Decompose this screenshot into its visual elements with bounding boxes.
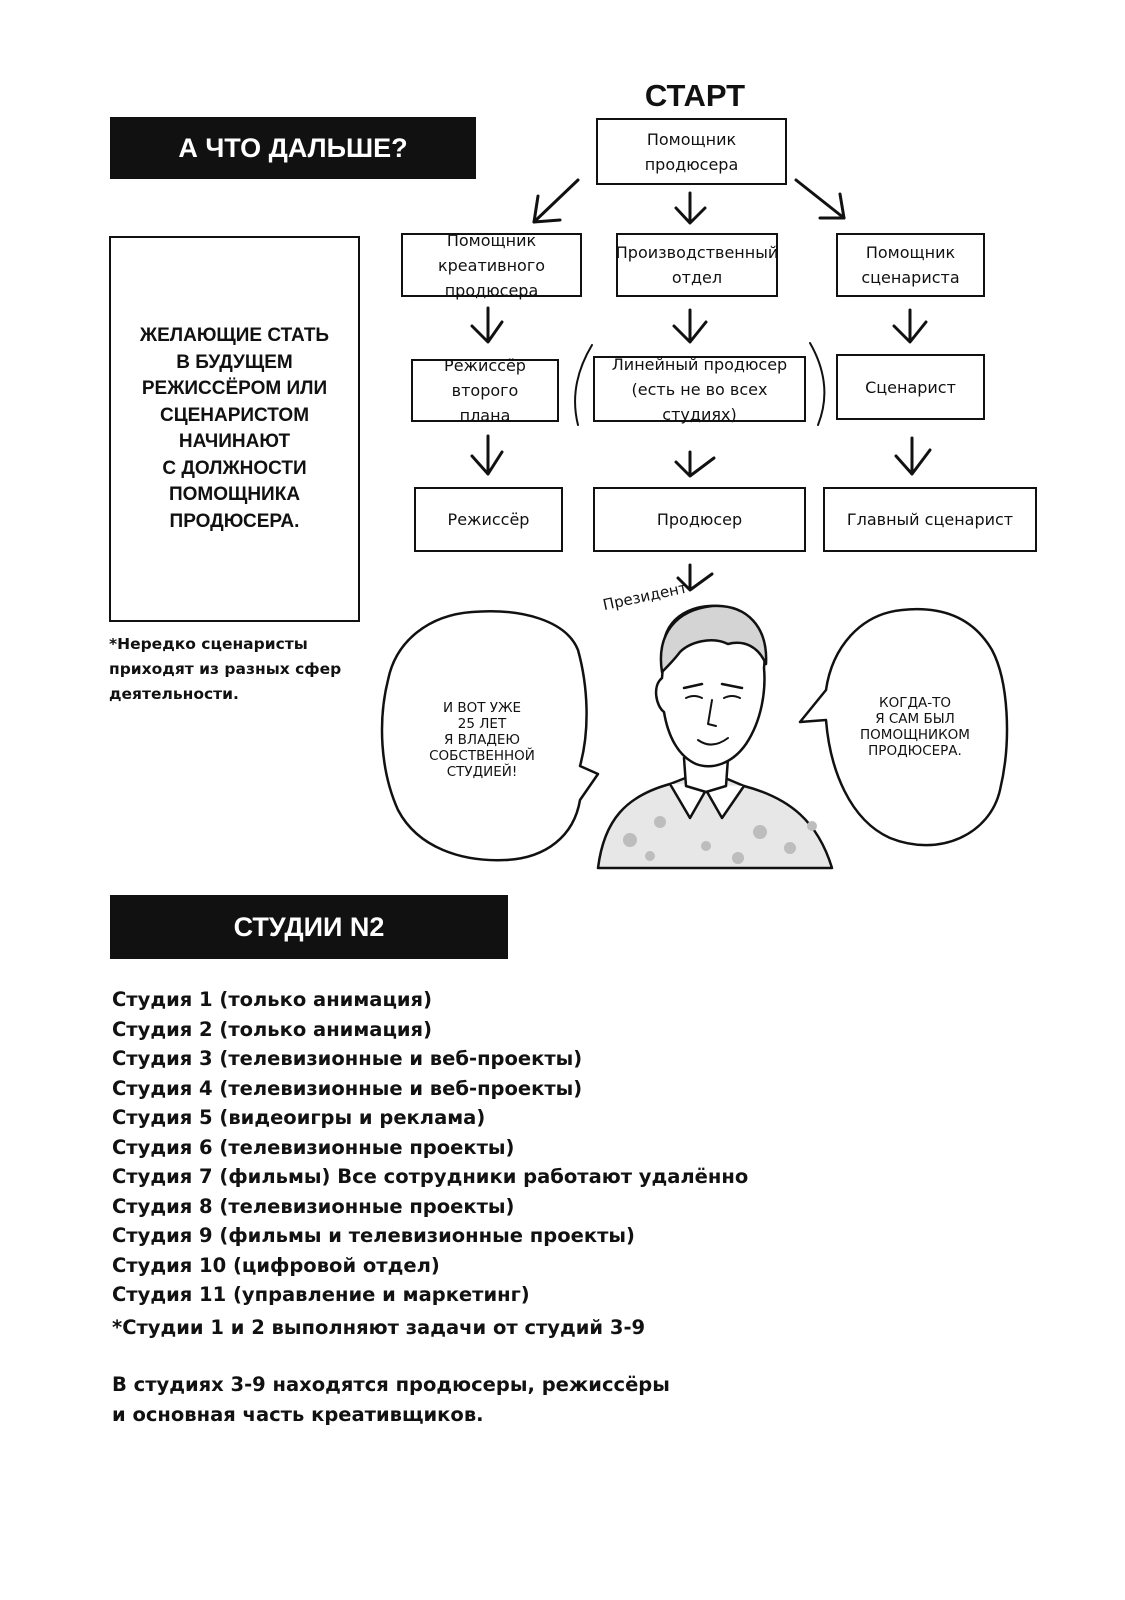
- studio-item: Студия 6 (телевизионные проекты): [112, 1135, 515, 1159]
- arrow-start-to-middle: [674, 191, 707, 225]
- studio-list: Студия 1 (только анимация) Студия 2 (тол…: [112, 985, 748, 1310]
- footnote: *Нередко сценаристы приходят из разных с…: [109, 635, 342, 703]
- arrow-middle-2-3: [674, 450, 716, 478]
- speech-bubble-right: [798, 608, 1009, 847]
- arrow-producer-to-president: [676, 563, 714, 592]
- studio-summary: В студиях 3-9 находятся продюсеры, режис…: [112, 1373, 670, 1426]
- studio-item: Студия 10 (цифровой отдел): [112, 1253, 440, 1277]
- node-screenwriter: Сценарист: [836, 354, 985, 420]
- node-director: Режиссёр: [414, 487, 563, 552]
- arrow-middle-1-2: [672, 308, 708, 344]
- banner-title: А ЧТО ДАЛЬШЕ?: [178, 132, 408, 163]
- arrow-start-to-right: [794, 178, 846, 220]
- studio-item: Студия 7 (фильмы) Все сотрудники работаю…: [112, 1165, 749, 1188]
- studio-item: Студия 11 (управление и маркетинг): [112, 1283, 530, 1306]
- speech-bubble-right-text: Когда-то я сам был помощником продюсера.: [860, 695, 970, 759]
- arrow-left-2-3: [470, 434, 504, 476]
- banner-title: СТУДИИ N2: [233, 911, 385, 942]
- speech-bubble-left-text: И вот уже 25 лет я владею собственной ст…: [429, 700, 535, 780]
- studio-item: Студия 2 (только анимация): [112, 1017, 432, 1041]
- start-label: СТАРТ: [644, 78, 746, 113]
- studio-item: Студия 1 (только анимация): [112, 988, 432, 1011]
- studio-item: Студия 8 (телевизионные проекты): [112, 1194, 515, 1218]
- section-banner-whats-next: А ЧТО ДАЛЬШЕ?: [110, 117, 476, 179]
- arrow-start-to-left: [532, 178, 580, 224]
- node-creative-producer-assistant: Помощник креативного продюсера: [401, 231, 582, 300]
- studio-item: Студия 5 (видеоигры и реклама): [112, 1106, 486, 1129]
- node-start-producer-assistant: Помощник продюсера: [596, 118, 787, 185]
- arrow-right-1-2: [892, 308, 928, 344]
- node-head-screenwriter: Главный сценарист: [823, 487, 1037, 552]
- studio-item: Студия 4 (телевизионные и веб-проекты): [112, 1076, 583, 1100]
- studio-item: Студия 9 (фильмы и телевизионные проекты…: [112, 1224, 635, 1247]
- bracket-right: [809, 342, 826, 426]
- node-line-producer: Линейный продюсер (есть не во всех студи…: [593, 355, 806, 424]
- president-illustration: [596, 604, 834, 870]
- node-producer: Продюсер: [593, 487, 806, 552]
- section-banner-studios: СТУДИИ N2: [110, 895, 508, 959]
- studio-item: Студия 3 (телевизионные и веб-проекты): [112, 1047, 583, 1070]
- info-panel-text: ЖЕЛАЮЩИЕ СТАТЬ В БУДУЩЕМ РЕЖИССЁРОМ ИЛИ …: [139, 325, 330, 532]
- node-production-department: Производственный отдел: [616, 233, 778, 297]
- speech-bubble-left: [380, 610, 600, 862]
- node-second-unit-director: Режиссёр второго плана: [411, 356, 559, 425]
- arrow-right-2-3: [894, 436, 932, 476]
- arrow-left-1-2: [470, 306, 504, 344]
- bracket-left: [574, 344, 593, 426]
- info-panel: ЖЕЛАЮЩИЕ СТАТЬ В БУДУЩЕМ РЕЖИССЁРОМ ИЛИ …: [109, 236, 360, 622]
- node-screenwriter-assistant: Помощник сценариста: [836, 233, 985, 297]
- studio-note: *Студии 1 и 2 выполняют задачи от студий…: [112, 1316, 646, 1339]
